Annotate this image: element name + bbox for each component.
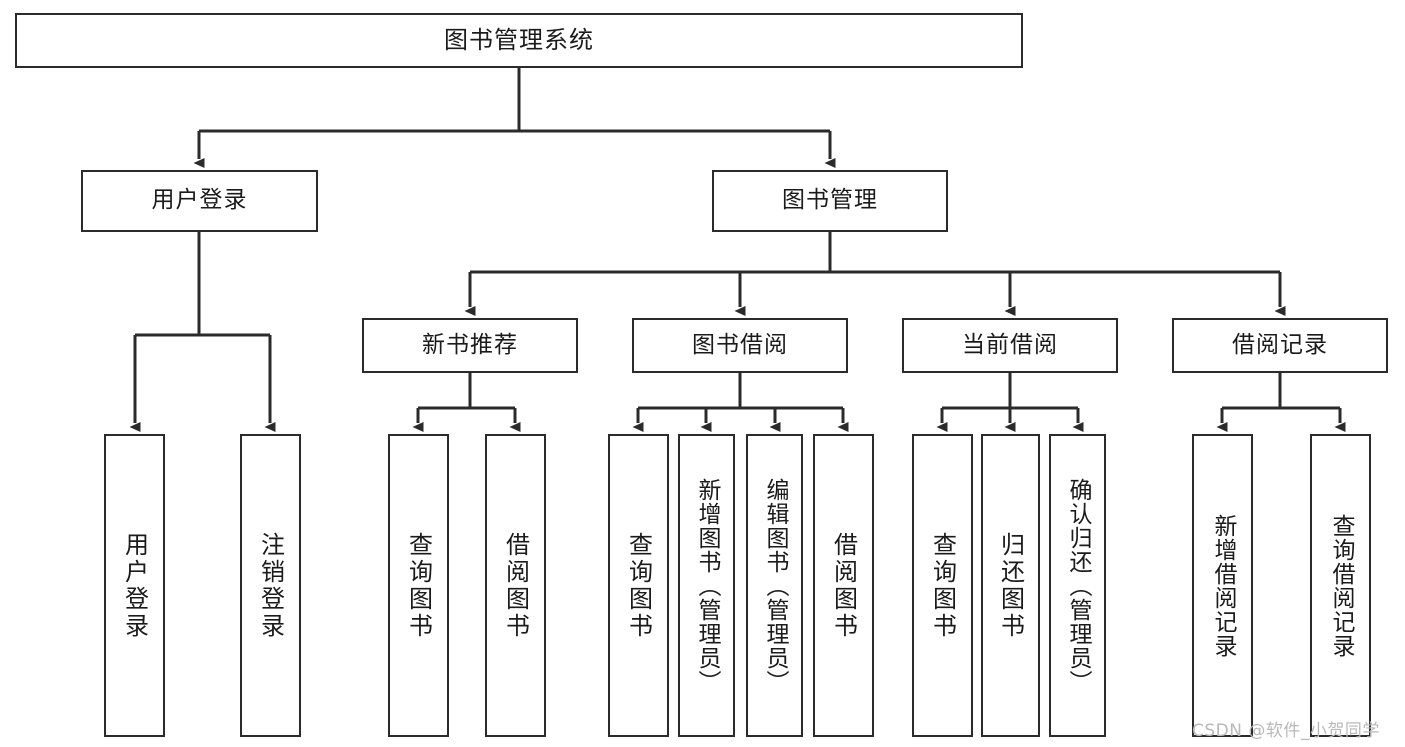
leaf-borrow-book-1-label: 借阅图书 [501,531,530,640]
leaf-query-book-1[interactable]: 查询图书 [388,434,449,737]
leaf-user-logout[interactable]: 注销登录 [240,434,301,737]
node-book-borrow-label: 图书借阅 [692,331,788,358]
leaf-add-record[interactable]: 新增借阅记录 [1192,434,1253,737]
leaf-return-book-label: 归还图书 [996,531,1025,640]
node-book-manage[interactable]: 图书管理 [712,170,948,232]
leaf-add-record-label: 新增借阅记录 [1210,513,1236,658]
node-user-login-label: 用户登录 [151,187,248,214]
leaf-user-login-label: 用户登录 [120,531,149,640]
leaf-edit-book[interactable]: 编辑图书（管理员） [746,434,803,737]
csdn-watermark: CSDN @软件_小贺同学 [1192,721,1380,741]
node-borrow-record-label: 借阅记录 [1232,331,1328,358]
leaf-confirm-return-label: 确认归还（管理员） [1065,477,1091,694]
leaf-add-book-label: 新增图书（管理员） [694,477,720,694]
leaf-edit-book-label: 编辑图书（管理员） [762,477,788,694]
node-root-label: 图书管理系统 [444,26,594,55]
node-current-borrow[interactable]: 当前借阅 [902,318,1118,373]
leaf-add-book[interactable]: 新增图书（管理员） [678,434,735,737]
node-book-borrow[interactable]: 图书借阅 [632,318,848,373]
leaf-borrow-book-2-label: 借阅图书 [829,531,858,640]
leaf-query-record-label: 查询借阅记录 [1328,513,1354,658]
leaf-user-login[interactable]: 用户登录 [104,434,165,737]
leaf-return-book[interactable]: 归还图书 [981,434,1040,737]
leaf-query-record[interactable]: 查询借阅记录 [1310,434,1371,737]
node-new-book-recommend-label: 新书推荐 [422,331,518,358]
node-current-borrow-label: 当前借阅 [962,331,1058,358]
leaf-query-book-3-label: 查询图书 [928,531,957,640]
leaf-query-book-2-label: 查询图书 [624,531,653,640]
node-user-login[interactable]: 用户登录 [81,170,318,232]
leaf-borrow-book-1[interactable]: 借阅图书 [485,434,546,737]
leaf-query-book-1-label: 查询图书 [404,531,433,640]
node-root[interactable]: 图书管理系统 [15,13,1023,68]
leaf-query-book-3[interactable]: 查询图书 [912,434,973,737]
leaf-confirm-return[interactable]: 确认归还（管理员） [1049,434,1106,737]
node-new-book-recommend[interactable]: 新书推荐 [362,318,578,373]
leaf-user-logout-label: 注销登录 [256,531,285,640]
node-borrow-record[interactable]: 借阅记录 [1172,318,1388,373]
node-book-manage-label: 图书管理 [782,187,878,214]
leaf-query-book-2[interactable]: 查询图书 [608,434,669,737]
leaf-borrow-book-2[interactable]: 借阅图书 [813,434,874,737]
